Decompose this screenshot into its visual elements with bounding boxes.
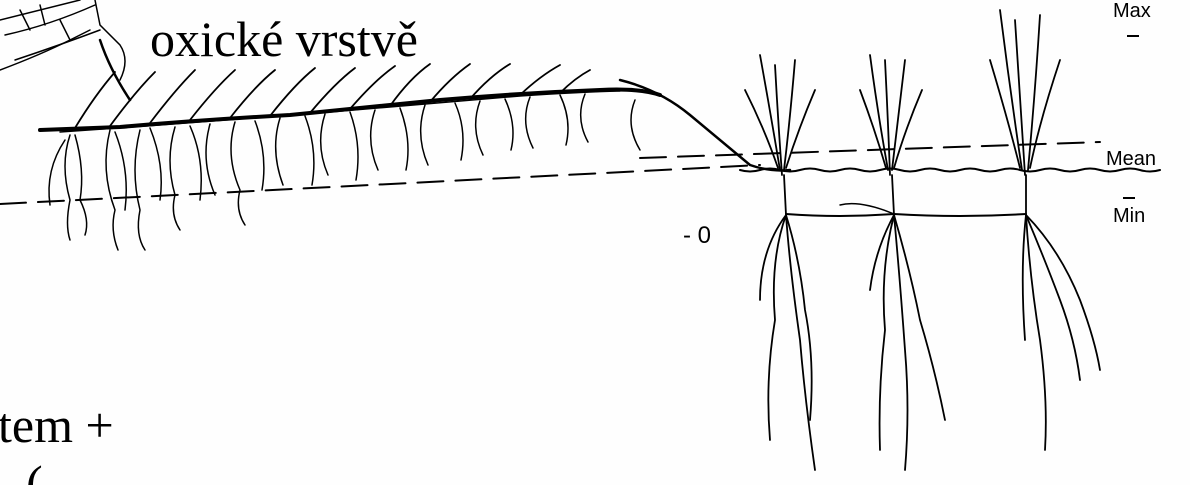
bottom-text-cutoff: ( , bbox=[26, 458, 68, 485]
bottom-text: tem + bbox=[0, 400, 114, 450]
water-surface-line bbox=[740, 169, 1160, 172]
lower-rhizome bbox=[786, 214, 1026, 216]
rhizome-inner bbox=[60, 91, 620, 132]
emergent-plant-2 bbox=[860, 55, 945, 470]
zero-label: - 0 bbox=[683, 224, 711, 248]
min-water-line bbox=[0, 165, 760, 204]
min-tick bbox=[1123, 197, 1135, 199]
title-text: oxické vrstvě bbox=[150, 14, 418, 64]
max-label: Max bbox=[1113, 1, 1151, 21]
mean-label: Mean bbox=[1106, 149, 1156, 169]
max-tick bbox=[1127, 35, 1139, 37]
fibrous-roots bbox=[49, 94, 640, 250]
emergent-plant-3 bbox=[990, 10, 1100, 450]
emergent-plant-1 bbox=[745, 55, 815, 470]
corner-leaf-sketch bbox=[0, 0, 125, 80]
min-label: Min bbox=[1113, 206, 1145, 226]
